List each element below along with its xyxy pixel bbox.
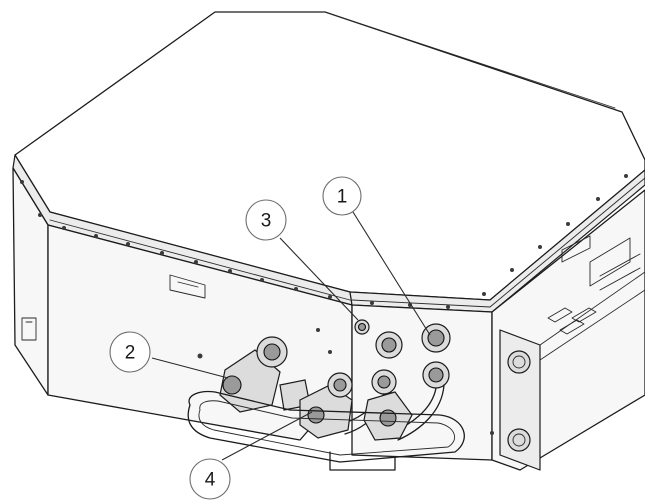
- leader-line-4: [221, 411, 313, 461]
- panel-fitting-2: [375, 331, 403, 359]
- electronics-module: [491, 189, 645, 471]
- rim-screws: [20, 174, 628, 435]
- drip-tray: [187, 390, 465, 471]
- hose-fittings: [219, 319, 451, 441]
- leader-line-2: [151, 357, 229, 379]
- callout-1-label: 1: [337, 187, 348, 208]
- callout-3-label: 3: [261, 211, 272, 232]
- callout-2-label: 2: [125, 343, 136, 364]
- leader-line-1: [352, 211, 431, 336]
- panel-fitting-1: [421, 323, 451, 353]
- callout-4: 4: [189, 458, 231, 500]
- leader-lines: [151, 211, 431, 461]
- panel-fitting-4: [422, 361, 450, 389]
- callout-3: 3: [245, 199, 287, 241]
- panel-fitting-3: [354, 319, 370, 335]
- leader-line-3: [279, 237, 359, 321]
- callout-1: 1: [322, 176, 362, 216]
- panel-fitting-5: [371, 369, 397, 395]
- callout-4-label: 4: [205, 470, 216, 491]
- callout-2: 2: [109, 331, 151, 373]
